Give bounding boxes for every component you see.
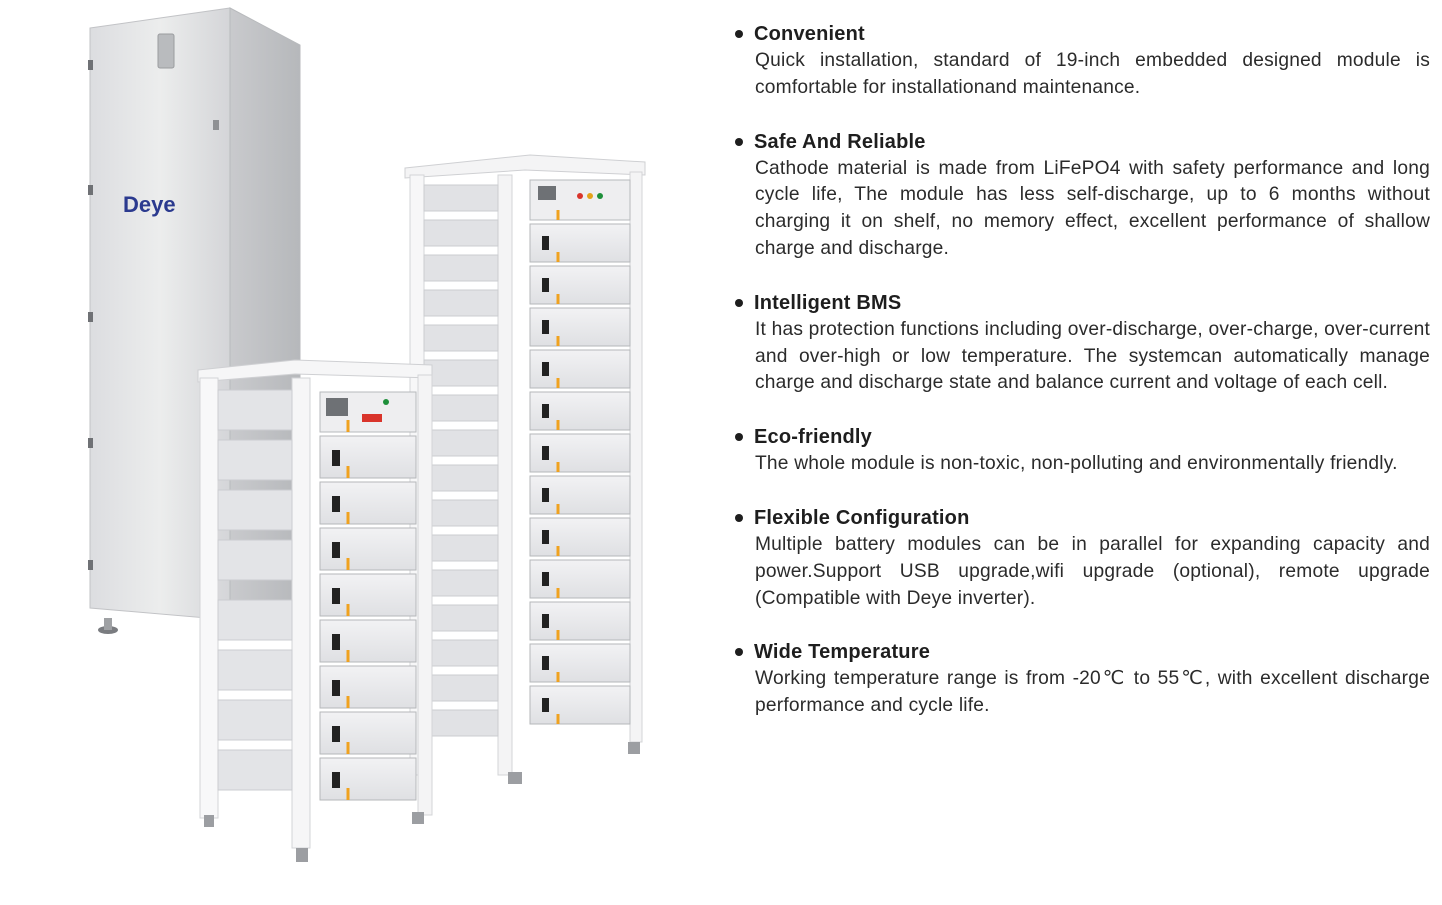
feature-heading: Convenient [735, 20, 1430, 48]
feature-heading: Safe And Reliable [735, 128, 1430, 156]
product-illustration: Deye [80, 0, 660, 900]
bullet-icon [735, 433, 743, 442]
feature-heading: Flexible Configuration [735, 504, 1430, 532]
feature-flexible-configuration: Flexible Configuration Multiple battery … [735, 504, 1430, 612]
feature-convenient: Convenient Quick installation, standard … [735, 20, 1430, 102]
bullet-icon [735, 513, 743, 522]
feature-title: Convenient [754, 23, 865, 45]
feature-intelligent-bms: Intelligent BMS It has protection functi… [735, 289, 1430, 397]
feature-wide-temperature: Wide Temperature Working temperature ran… [735, 638, 1430, 720]
feature-heading: Wide Temperature [735, 638, 1430, 666]
battery-cabinets-image: Deye [88, 7, 646, 862]
tall-battery-rack [404, 154, 646, 784]
feature-list: Convenient Quick installation, standard … [735, 20, 1430, 746]
feature-safe-and-reliable: Safe And Reliable Cathode material is ma… [735, 128, 1430, 263]
cabinet-logo: Deye [123, 192, 176, 217]
short-battery-rack [197, 359, 433, 862]
bullet-icon [735, 30, 743, 38]
feature-description: Quick installation, standard of 19-inch … [755, 50, 1430, 98]
feature-eco-friendly: Eco-friendly The whole module is non-tox… [735, 423, 1430, 478]
bullet-icon [735, 648, 743, 657]
feature-title: Safe And Reliable [754, 130, 926, 153]
feature-title: Eco-friendly [754, 426, 872, 449]
bullet-icon [735, 137, 743, 146]
feature-title: Flexible Configuration [754, 506, 970, 529]
feature-description: The whole module is non-toxic, non-pollu… [755, 453, 1398, 475]
feature-heading: Intelligent BMS [735, 289, 1430, 317]
feature-heading: Eco-friendly [735, 423, 1430, 451]
feature-title: Wide Temperature [754, 641, 931, 664]
feature-description: Multiple battery modules can be in paral… [755, 533, 1430, 609]
feature-description: It has protection functions including ov… [755, 318, 1430, 394]
feature-description: Cathode material is made from LiFePO4 wi… [755, 157, 1430, 259]
feature-description: Working temperature range is from -20℃ t… [755, 668, 1430, 717]
bullet-icon [735, 298, 743, 307]
feature-title: Intelligent BMS [754, 291, 902, 314]
